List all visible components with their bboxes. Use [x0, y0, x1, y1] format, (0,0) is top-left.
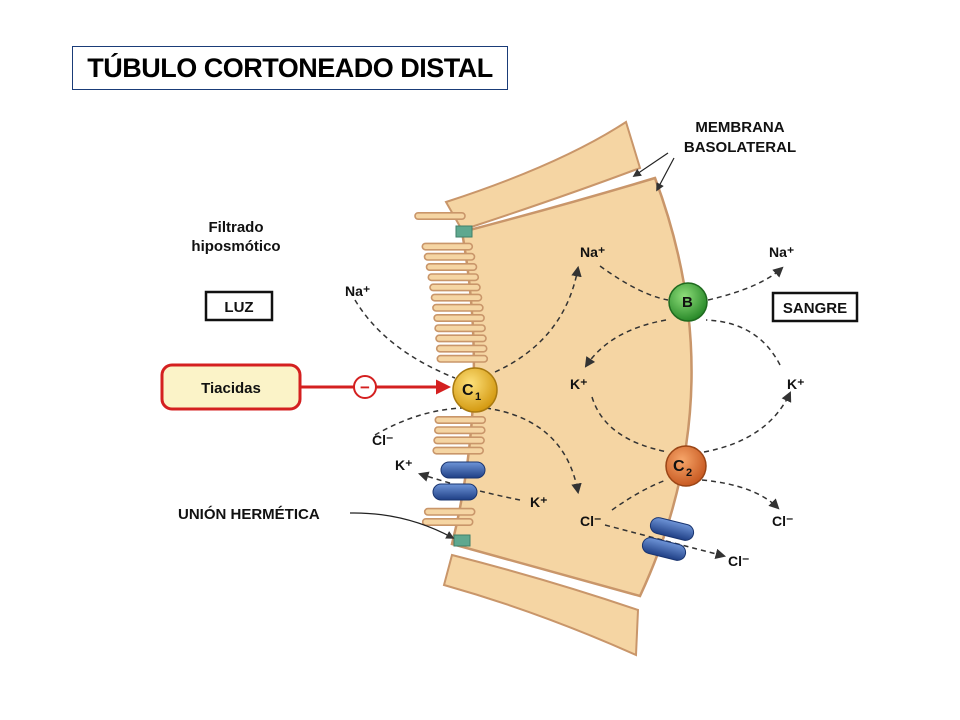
- microvillus: [434, 324, 486, 333]
- microvillus: [432, 446, 485, 455]
- k-b-to-cell-path: [584, 319, 667, 368]
- k-cell-to-lumen-path: [417, 471, 521, 501]
- ion-k-cell-lower: K⁺: [530, 494, 548, 510]
- page-title: TÚBULO CORTONEADO DISTAL: [87, 52, 493, 83]
- cl-channel-blood-1: [649, 517, 695, 541]
- sangre-box: [771, 291, 859, 323]
- ion-cl-blood-lower: Cl⁻: [728, 553, 749, 569]
- microvillus: [433, 436, 485, 445]
- ion-k-cell: K⁺: [570, 376, 588, 392]
- k-c2-to-blood-path: [703, 391, 792, 453]
- microvillus: [425, 262, 478, 271]
- microvillus: [433, 313, 485, 322]
- filtrado-line1: Filtrado: [209, 219, 264, 236]
- union-pointer: [349, 512, 455, 539]
- membrana-pointer-2: [656, 157, 675, 192]
- microvillus: [423, 252, 476, 261]
- membrana-pointer-1: [632, 152, 669, 177]
- ion-cl-blood-upper: Cl⁻: [772, 513, 793, 529]
- luz-label: LUZ: [224, 299, 253, 316]
- ion-cl-lumen: Cl⁻: [372, 432, 393, 448]
- microvillus: [421, 517, 474, 526]
- transport-pathways: [354, 265, 792, 559]
- microvillus: [435, 344, 488, 353]
- lower-neighbor-cell: [442, 553, 640, 657]
- na-lumen-to-c1-path: [354, 299, 456, 379]
- tight-junction-upper: [455, 225, 473, 238]
- microvillus: [430, 293, 483, 302]
- membrana-line2: BASOLATERAL: [684, 139, 796, 156]
- inhibit-minus: −: [360, 378, 370, 397]
- cl-lumen-to-c1-path: [374, 407, 463, 436]
- b-letter: B: [682, 294, 693, 311]
- cl-c1-to-cell-path: [485, 407, 582, 495]
- c2-subscript: 2: [686, 467, 692, 479]
- microvillus: [436, 354, 489, 363]
- transporter-c2: C 2: [665, 445, 707, 487]
- na-b-to-blood-path: [707, 266, 784, 301]
- cl-cell-to-c2-path: [611, 479, 667, 511]
- inhibit-circle: [353, 375, 377, 399]
- tiacidas-label: Tiacidas: [201, 380, 261, 397]
- tight-junction-lower: [453, 534, 471, 547]
- cl-channel-blood-2: [641, 537, 687, 561]
- channels: [432, 461, 695, 561]
- ion-na-blood: Na⁺: [769, 244, 794, 260]
- title-box: TÚBULO CORTONEADO DISTAL: [72, 46, 508, 90]
- cl-c2-to-blood-path: [701, 479, 780, 510]
- tiacidas-inhibitor: Tiacidas −: [160, 363, 451, 411]
- ion-na-lumen: Na⁺: [345, 283, 370, 299]
- sangre-label: SANGRE: [783, 300, 847, 317]
- k-blood-to-b-path: [705, 319, 781, 366]
- k-channel-lumen-2: [432, 483, 478, 501]
- filtrado-line2: hiposmótico: [191, 238, 280, 255]
- k-cell-to-c2-path: [591, 396, 669, 453]
- microvillus: [432, 303, 484, 312]
- c1-subscript: 1: [475, 391, 481, 403]
- pointer-lines: [349, 152, 675, 539]
- luz-box: [204, 290, 274, 322]
- c2-letter: C: [673, 458, 685, 475]
- k-channel-lumen-1: [440, 461, 486, 479]
- ion-k-blood: K⁺: [787, 376, 805, 392]
- microvillus: [435, 334, 487, 343]
- upper-neighbor-cell: [444, 120, 642, 232]
- microvillus: [421, 242, 474, 251]
- microvillus: [429, 283, 481, 292]
- brush-border: [414, 212, 489, 526]
- ion-k-lumen: K⁺: [395, 457, 413, 473]
- ion-na-cell: Na⁺: [580, 244, 605, 260]
- ion-cl-cell: Cl⁻: [580, 513, 601, 529]
- microvillus: [427, 273, 480, 282]
- microvillus: [434, 415, 487, 424]
- membrana-line1: MEMBRANA: [695, 119, 784, 136]
- microvillus: [423, 507, 476, 516]
- microvillus: [414, 212, 466, 221]
- transporter-c1: C 1: [452, 367, 498, 413]
- c1-letter: C: [462, 382, 474, 399]
- union-hermetica-label: UNIÓN HERMÉTICA: [178, 505, 320, 523]
- microvillus: [433, 426, 486, 435]
- transporter-b: B: [668, 282, 708, 322]
